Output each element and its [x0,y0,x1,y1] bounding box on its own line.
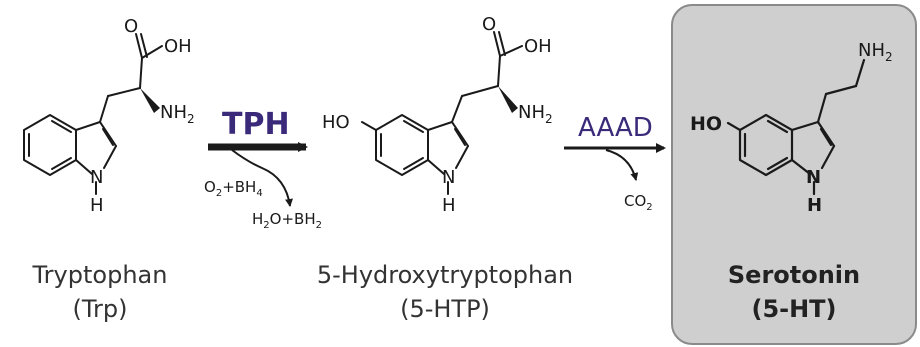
tryptophan-ring-hydrogen: H [90,195,104,216]
tryptophan-abbreviation: (Trp) [72,295,128,323]
tryptophan-name: Tryptophan [32,261,168,289]
tryptophan-carbonyl-o: O [124,16,138,37]
serotonin-highlight-box [671,4,917,345]
tryptophan-amine: NH2 [160,102,195,126]
serotonin-hydroxy-group: HO [690,113,722,135]
hydroxytryptophan-amine: NH2 [518,102,553,126]
serotonin-abbreviation: (5-HT) [751,295,837,323]
serotonin-ring-nitrogen: N [806,167,821,188]
tryptophan-wedge-bond [140,88,160,113]
aaad-byproduct-curve-arrow [605,149,639,181]
hydroxytryptophan-name: 5-Hydroxytryptophan [316,261,574,289]
hydroxytryptophan-ring-hydrogen: H [442,195,456,216]
serotonin-amine: NH2 [858,40,893,64]
hydroxytryptophan-caption: 5-Hydroxytryptophan (5-HTP) [300,258,590,326]
hydroxytryptophan-carbonyl-o: O [482,14,496,35]
hydroxytryptophan-structure [361,31,523,195]
tph-enzyme-label: TPH [222,107,290,142]
serotonin-structure [726,58,866,196]
hydroxytryptophan-hydroxyl: OH [524,36,552,57]
tph-cofactor-output: H2O+BH2 [252,210,322,231]
serotonin-ring-hydrogen: H [807,195,822,216]
aaad-enzyme-label: AAAD [578,113,653,143]
serotonin-caption: Serotonin (5-HT) [672,258,916,326]
tph-cofactor-curve-arrow [231,149,293,207]
hydroxytryptophan-hydroxy-group: HO [322,112,350,133]
tph-cofactor-input: O2+BH4 [204,178,263,199]
tryptophan-structure [23,33,163,195]
tryptophan-caption: Tryptophan (Trp) [0,258,200,326]
aaad-byproduct-co2: CO2 [624,192,653,213]
serotonin-name: Serotonin [727,261,861,289]
hydroxytryptophan-abbreviation: (5-HTP) [400,295,490,323]
tryptophan-hydroxyl: OH [164,36,192,57]
tryptophan-ring-nitrogen: N [90,167,103,188]
hydroxytryptophan-ring-nitrogen: N [442,167,455,188]
hydroxytryptophan-wedge-bond [498,86,518,113]
